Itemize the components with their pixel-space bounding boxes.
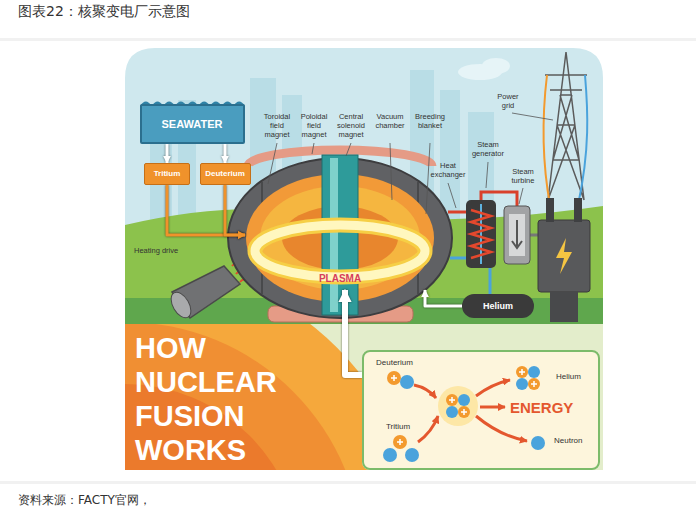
- heating-coil: [471, 210, 491, 258]
- plasma-core: [255, 225, 425, 277]
- leader-line: [519, 188, 523, 204]
- flow-connector: [425, 290, 462, 306]
- neutron-dot: [446, 406, 458, 418]
- reaction-arrow: [414, 385, 436, 398]
- flow-connector: [345, 290, 362, 375]
- neutron-dot: [400, 375, 414, 389]
- node-label: Tritium: [154, 169, 181, 178]
- frame-shade: [0, 481, 696, 484]
- plasma-ring: PLASMA: [245, 215, 435, 290]
- reaction-arrow: [476, 416, 527, 441]
- seawater-tank: SEAWATER: [140, 104, 245, 144]
- transformer-base: [550, 292, 578, 322]
- reaction-label: Tritium: [386, 422, 410, 431]
- scene: [0, 48, 603, 516]
- plasma-glow: [255, 225, 425, 277]
- reaction-arrow: [480, 406, 505, 409]
- neutron-dot: [528, 366, 540, 378]
- fuel-box: Deuterium: [200, 163, 251, 185]
- reaction-arrow: [418, 416, 438, 442]
- steam-turbine: [504, 206, 530, 264]
- tower-lattice: [545, 52, 587, 200]
- helium-store: Helium: [462, 294, 534, 318]
- node-label: Helium: [483, 301, 513, 311]
- fusion-glow: [438, 386, 478, 426]
- panel-ground: [362, 350, 600, 470]
- wire: [578, 75, 587, 205]
- neutron-dot: [383, 448, 397, 462]
- leader-line: [486, 162, 488, 188]
- transformer: [538, 220, 590, 292]
- part-label: Toroidal field magnet: [258, 112, 296, 139]
- insulator: [574, 198, 582, 222]
- reaction-panel: DeuteriumTritium HeliumENERGY Neutron: [362, 350, 600, 470]
- flow-connector: [167, 185, 245, 235]
- part-label: Steam turbine: [504, 167, 542, 185]
- part-label: Steam generator: [467, 140, 509, 158]
- leader-line: [448, 183, 456, 208]
- leader-line: [346, 143, 351, 156]
- reaction-arrow: [476, 380, 510, 396]
- part-label: Vacuum chamber: [371, 112, 409, 130]
- leader-line: [268, 143, 277, 184]
- arc: [125, 324, 363, 470]
- leader-line: [512, 113, 553, 120]
- part-label: Poloidal field magnet: [295, 112, 333, 139]
- lower-ground: [125, 324, 603, 470]
- leader-line: [312, 143, 314, 154]
- reaction-label: Helium: [556, 372, 581, 381]
- part-label: Heating drive: [134, 246, 182, 255]
- return-pipe: [489, 268, 492, 294]
- flow-connector: [166, 144, 169, 163]
- neutron-dot: [458, 394, 470, 406]
- hot-pipe: [448, 211, 466, 214]
- part-label: Heat exchanger: [428, 161, 468, 179]
- shaft: [530, 234, 538, 237]
- node-label: Deuterium: [205, 169, 245, 178]
- power-tower: [545, 52, 587, 200]
- central-solenoid: [322, 155, 358, 315]
- neutron-dot: [531, 436, 545, 450]
- cloud: [482, 58, 510, 74]
- neutron-dot: [516, 378, 528, 390]
- heat-exchanger: [466, 200, 496, 268]
- turbine-window: [509, 214, 525, 256]
- leader-line: [426, 143, 430, 214]
- reaction-label: ENERGY: [510, 399, 573, 416]
- flow-connector: [224, 144, 227, 163]
- part-label: Breeding blanket: [411, 112, 449, 130]
- figure-title: 图表22：核聚变电厂示意图: [18, 3, 190, 21]
- turbine-arrow: [512, 220, 522, 248]
- source-caption: 资料来源：FACTY官网，: [18, 492, 151, 509]
- wire: [544, 75, 550, 205]
- fuel-box: Tritium: [144, 163, 190, 185]
- node-label: SEAWATER: [162, 118, 223, 131]
- leader-line: [390, 143, 392, 200]
- heating-drive-face: [167, 289, 195, 321]
- part-label: Central solenoid magnet: [332, 112, 370, 139]
- part-label: Power grid: [491, 92, 525, 110]
- flow-connector: [225, 185, 245, 235]
- node-label: PLASMA: [319, 273, 361, 285]
- cold-pipe: [450, 257, 466, 260]
- headline: HOW NUCLEAR FUSION WORKS: [135, 331, 333, 467]
- insulator: [546, 198, 554, 222]
- leader-lines: [268, 113, 553, 214]
- solenoid-highlight: [330, 158, 338, 312]
- neutron-dot: [405, 448, 419, 462]
- lightning-symbol: [556, 238, 572, 274]
- reaction-label: Deuterium: [376, 358, 413, 367]
- reaction-label: Neutron: [554, 436, 582, 445]
- frame-shade: [0, 38, 696, 41]
